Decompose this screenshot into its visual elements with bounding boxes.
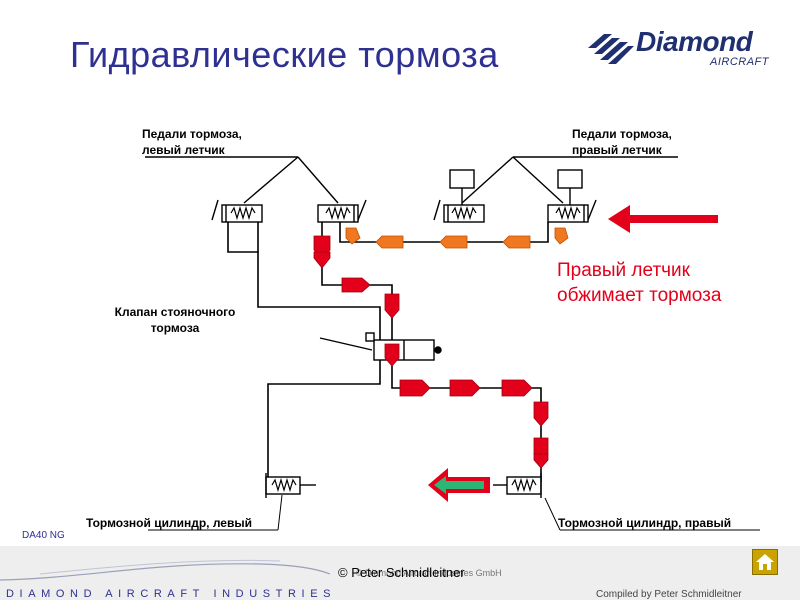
label-leaders xyxy=(148,494,760,531)
footer-swoosh xyxy=(0,559,331,581)
orange-flow-arrows xyxy=(345,227,569,249)
label-parking-valve: Клапан стояночного тормоза xyxy=(114,305,236,335)
logo-wordmark: Diamond xyxy=(636,26,753,57)
footer-company: DIAMOND AIRCRAFT INDUSTRIES xyxy=(6,588,337,600)
wheel-brake-cylinders xyxy=(265,473,542,498)
fluid-reservoirs xyxy=(449,169,583,207)
logo-subtitle: AIRCRAFT xyxy=(710,56,769,68)
label-pedals-left: Педали тормоза, левый летчик xyxy=(142,127,242,157)
red-flow-arrows xyxy=(313,235,549,469)
slide-title: Гидравлические тормоза xyxy=(70,34,499,75)
brake-piston-arrow xyxy=(428,468,490,502)
footer-band xyxy=(0,546,800,600)
applying-force-arrow xyxy=(608,205,718,233)
diamond-logo-icon xyxy=(588,34,634,64)
footer-ghost-copyright: © Diamond Aircraft Industries GmbH xyxy=(356,568,502,578)
footer-compiled: Compiled by Peter Schmidleitner xyxy=(596,589,742,600)
right-pilot-note: Правый летчик обжимает тормоза xyxy=(557,260,722,306)
hydraulic-brake-diagram xyxy=(145,156,760,531)
label-cylinder-left: Тормозной цилиндр, левый xyxy=(86,516,252,530)
pedal-linkage xyxy=(145,156,678,221)
aircraft-model: DA40 NG xyxy=(22,530,65,541)
home-icon xyxy=(756,554,774,570)
label-pedals-right: Педали тормоза, правый летчик xyxy=(572,127,672,157)
footer-copyright: © Peter Schmidleitner xyxy=(338,565,465,580)
home-button[interactable] xyxy=(752,549,778,575)
master-cylinders xyxy=(221,204,589,223)
label-cylinder-right: Тормозной цилиндр, правый xyxy=(558,516,732,530)
diamond-logo: Diamond AIRCRAFT xyxy=(586,26,776,72)
